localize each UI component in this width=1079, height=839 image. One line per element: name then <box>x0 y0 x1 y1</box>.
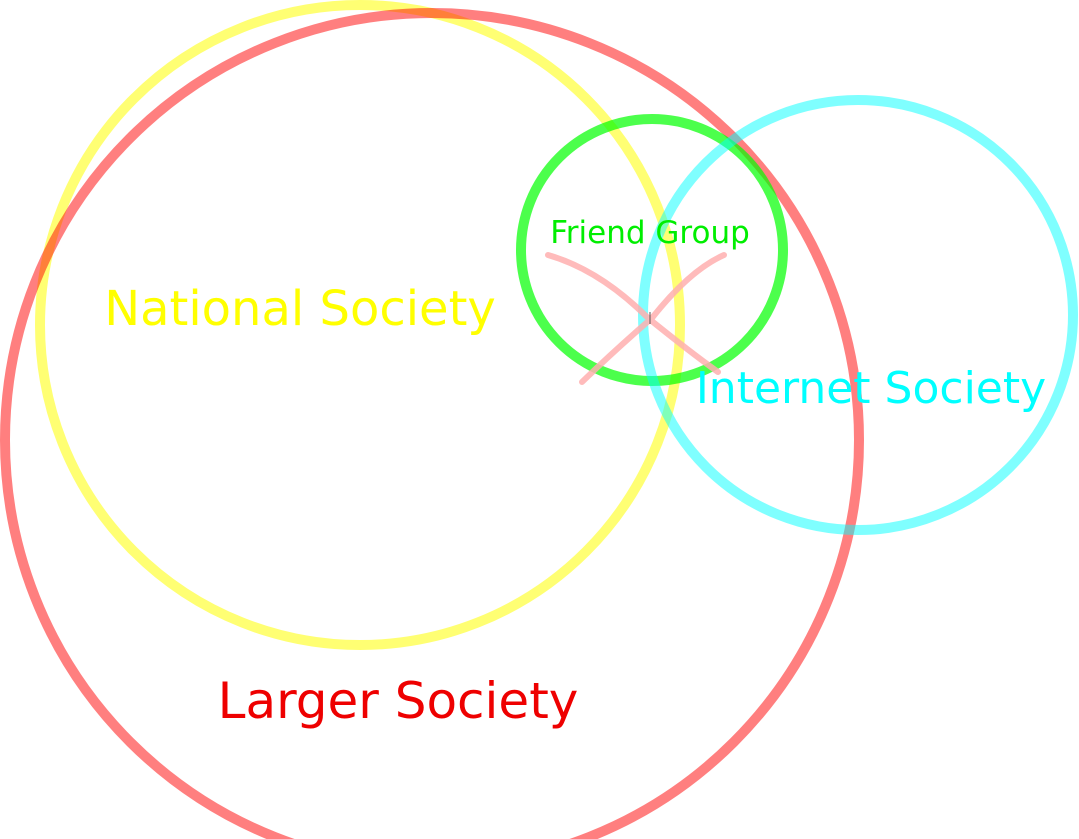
national-society-circle <box>35 0 685 650</box>
larger-society-label: Larger Society <box>218 672 579 730</box>
larger-society-circle <box>0 8 864 839</box>
internet-society-label: Internet Society <box>696 363 1046 414</box>
x-mark-icon <box>545 252 727 385</box>
friend-group-label: Friend Group <box>550 215 750 251</box>
national-society-label: National Society <box>104 281 496 337</box>
